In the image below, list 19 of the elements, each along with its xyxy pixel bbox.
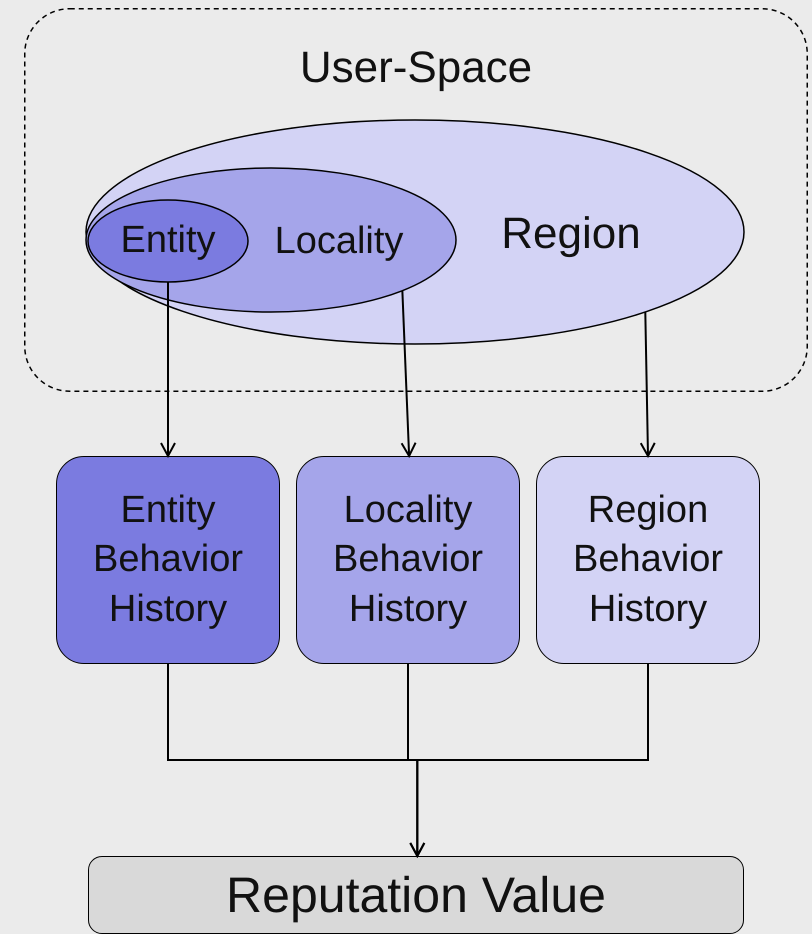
arrow bbox=[400, 290, 417, 457]
node-label: Entity Behavior History bbox=[92, 488, 244, 632]
result-box bbox=[88, 856, 744, 934]
node-label: Locality bbox=[274, 219, 404, 264]
arrow bbox=[409, 664, 649, 857]
arrow bbox=[640, 312, 656, 457]
node-label: Region bbox=[500, 208, 642, 260]
rounded-box bbox=[56, 456, 280, 664]
node-label: Entity bbox=[119, 218, 217, 263]
node-label: Locality Behavior History bbox=[332, 488, 484, 632]
dashed-group-box bbox=[24, 8, 808, 392]
node-label: User-Space bbox=[298, 42, 534, 94]
rounded-box bbox=[536, 456, 760, 664]
node-label: Region Behavior History bbox=[572, 488, 724, 632]
rounded-box bbox=[296, 456, 520, 664]
ellipse-shape bbox=[86, 120, 744, 344]
node-label: Reputation Value bbox=[225, 866, 607, 924]
ellipse-shape bbox=[86, 168, 456, 312]
ellipse-shape bbox=[88, 200, 248, 282]
